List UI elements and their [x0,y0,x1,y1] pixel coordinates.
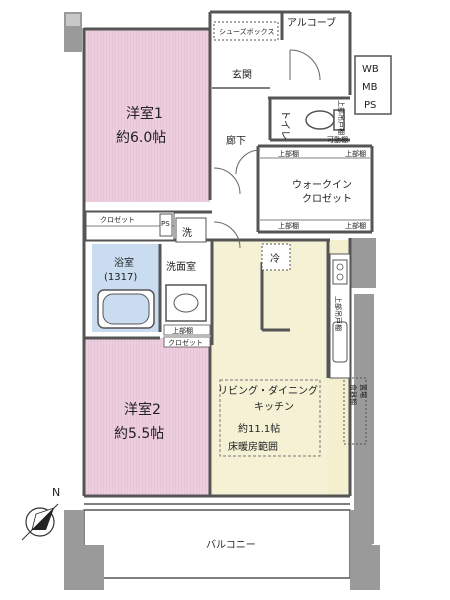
refrigerator-label: 冷 [270,252,280,265]
walkin-label-2: クロゼット [302,193,352,205]
walkin-label-1: ウォークイン [292,179,352,191]
balcony-right-wall [350,510,372,590]
wb-mb-ps-box [354,55,392,115]
compass: N [21,486,60,541]
ldk-label-2: キッチン [254,401,294,413]
wall-left-top-small [66,14,80,26]
pantry-label-2: 置場 [359,384,368,398]
wash-upper-shelf-label: 上部棚 [172,326,193,335]
compass-circle [25,507,55,537]
movable-shelf-label: 可動棚 [327,135,348,144]
refrigerator-space [261,243,291,271]
ps-small-label: PS [161,220,170,228]
room2-name: 洋室2 [124,401,161,418]
room1-size: 約6.0帖 [116,130,166,146]
room1-name: 洋室1 [126,105,163,122]
corridor-door-1 [213,167,241,195]
wash-upper-shelf [163,324,211,336]
shoe-box-storage [213,21,279,41]
wash-closet [163,336,211,348]
room2-floor [84,338,210,495]
floor-heating-label: 床暖房範囲 [228,440,278,453]
upper-cabinet-label: 上部吊戸棚 [334,296,343,331]
closet-label-room1: クロゼット [100,215,135,224]
shoe-box-label: シューズボックス [219,27,274,36]
upper-shelf-label-3: 上部棚 [278,221,299,230]
ps-small-box [159,213,173,237]
wash-short-label: 洗 [182,227,192,239]
wb-label: WB [362,64,379,75]
ldk-label-1: リビング・ダイニング [218,384,318,397]
upper-shelf-label-4: 上部棚 [345,221,366,230]
balcony-floor [83,509,351,579]
balcony-left-block [84,545,104,590]
wall-right-column [350,238,376,288]
alcove-label: アルコーブ [287,16,336,29]
bath-size: (1317) [104,272,137,283]
room2-size: 約5.5帖 [114,426,164,442]
ps-label: PS [364,100,376,111]
pantry-label-1: 食器棚 [349,384,358,405]
upper-shelf-label-1: 上部棚 [278,149,299,158]
wall-right-mid [354,294,374,544]
kitchen-sink [332,321,348,363]
interior-walls [82,10,374,498]
washing-machine-area [175,217,207,243]
mb-label: MB [362,82,378,93]
toilet-upper-label: 上部吊戸棚 [337,100,346,135]
wash-closet-label: クロゼット [168,338,203,347]
bath-name: 浴室 [114,256,134,269]
upper-shelf-label-2: 上部棚 [345,149,366,158]
toilet-fixture [305,110,335,130]
room1-floor [84,30,210,202]
entrance-label: 玄関 [232,68,252,81]
corridor-door-2 [213,221,241,249]
compass-n-label: N [52,486,60,499]
washroom-label: 洗面室 [166,260,196,273]
corridor-label: 廊下 [226,134,246,147]
balcony-label: バルコニー [206,539,256,551]
floor-heating-area [219,379,321,457]
ldk-size: 約11.1帖 [238,422,280,435]
walkin-door [235,149,261,175]
toilet-label: トイレ [279,110,290,140]
balcony-left-wall [64,510,84,590]
entrance-door [289,49,321,81]
stove [332,259,348,285]
